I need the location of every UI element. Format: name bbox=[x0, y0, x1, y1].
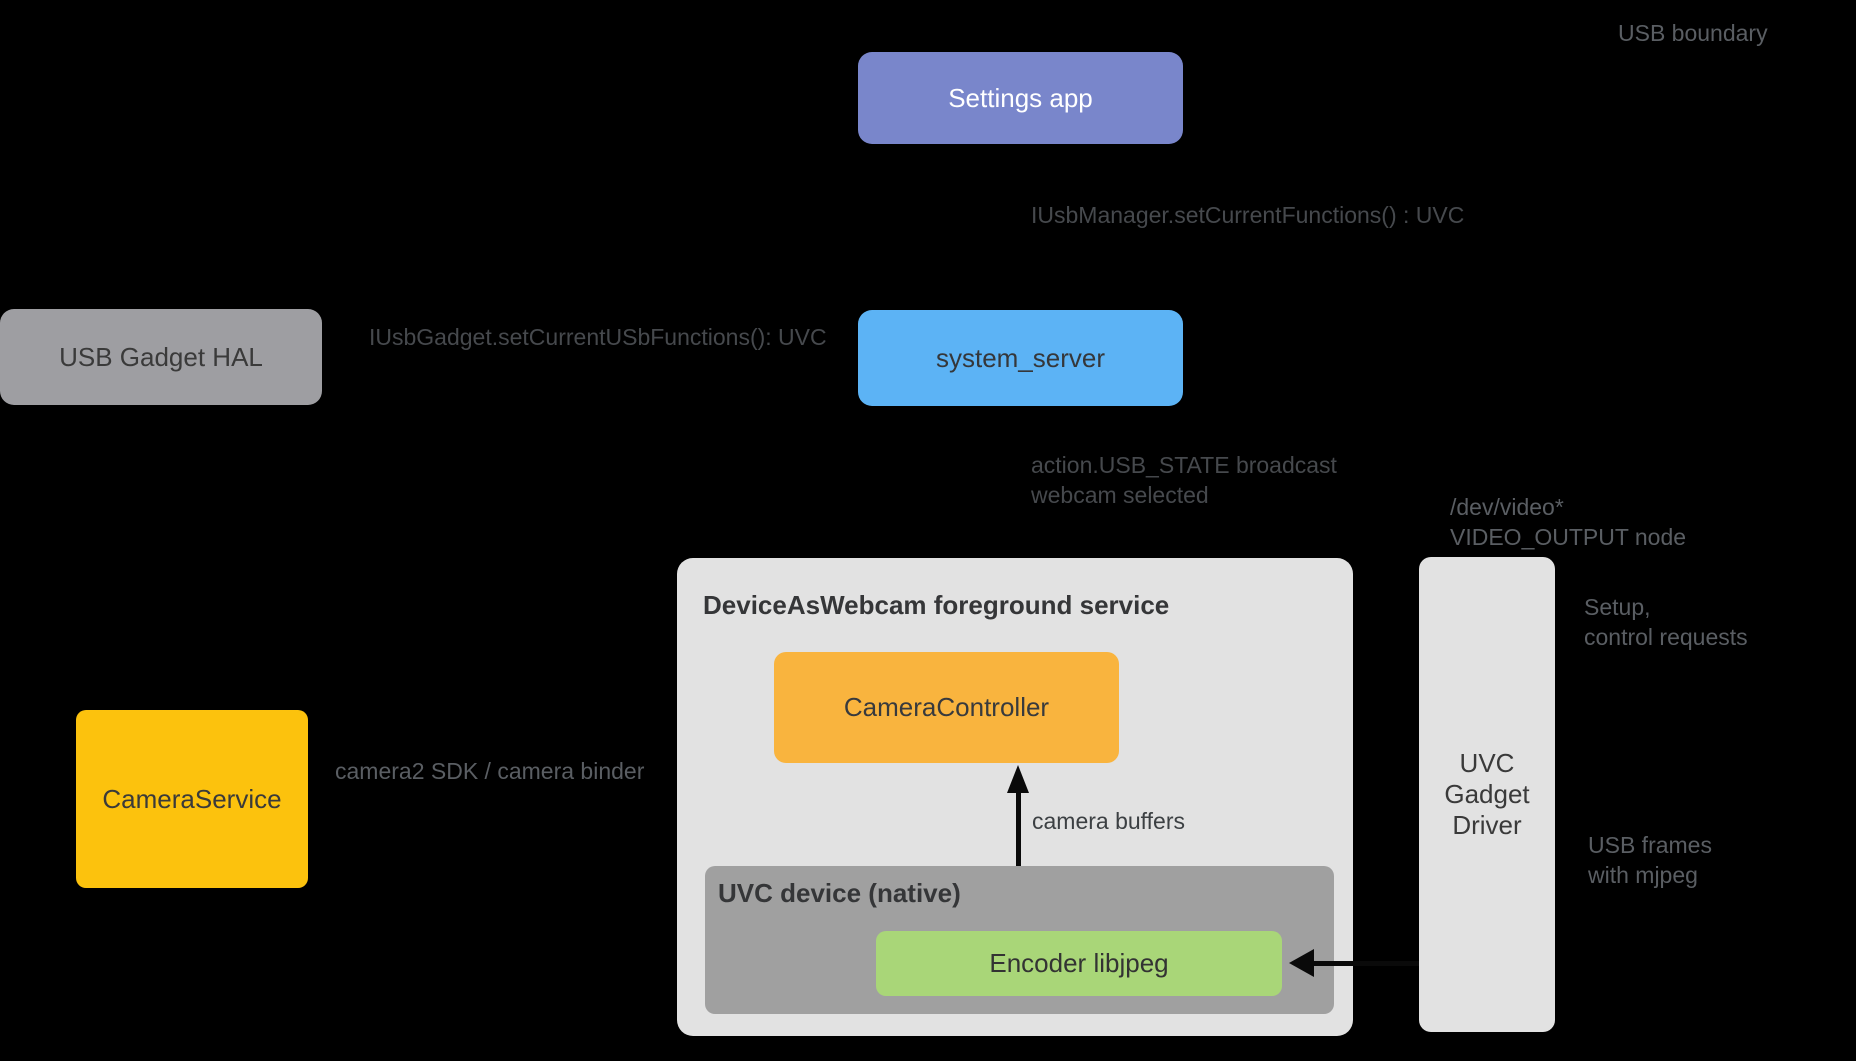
camera2-sdk-label: camera2 SDK / camera binder bbox=[335, 758, 645, 784]
setup-control-requests-label: Setup, control requests bbox=[1584, 592, 1748, 652]
connector-systemserver-to-service bbox=[1017, 406, 1022, 558]
uvc-device-native-title: UVC device (native) bbox=[718, 878, 961, 908]
usb-state-broadcast-label: action.USB_STATE broadcast webcam select… bbox=[1031, 450, 1337, 510]
node-encoder-libjpeg: Encoder libjpeg bbox=[876, 931, 1282, 996]
iusbmanager-call-label: IUsbManager.setCurrentFunctions() : UVC bbox=[1031, 202, 1465, 228]
setup-line-1: Setup, bbox=[1584, 594, 1651, 620]
node-camera-controller: CameraController bbox=[774, 652, 1119, 763]
usb-boundary-label: USB boundary bbox=[1618, 20, 1768, 46]
dev-video-node-label: /dev/video* VIDEO_OUTPUT node bbox=[1450, 492, 1686, 552]
connector-hal-to-systemserver bbox=[322, 354, 858, 359]
system-server-label: system_server bbox=[935, 342, 1106, 373]
usb-frames-line-1: USB frames bbox=[1588, 832, 1712, 858]
usb-state-line-1: action.USB_STATE broadcast bbox=[1031, 452, 1337, 478]
uvc-gadget-driver-line-3: Driver bbox=[1452, 810, 1522, 840]
usb-state-line-2: webcam selected bbox=[1031, 482, 1209, 508]
usb-frames-mjpeg-label: USB frames with mjpeg bbox=[1588, 830, 1712, 890]
camera-buffers-arrowhead-up-icon bbox=[1007, 765, 1029, 793]
connector-cameraservice-to-service bbox=[308, 798, 677, 803]
encoder-libjpeg-label: Encoder libjpeg bbox=[989, 948, 1169, 978]
uvc-gadget-driver-line-1: UVC bbox=[1459, 748, 1515, 778]
camera-service-label: CameraService bbox=[102, 783, 282, 814]
dev-video-line-1: /dev/video* bbox=[1450, 494, 1564, 520]
setup-line-2: control requests bbox=[1584, 624, 1748, 650]
deviceaswebcam-service-title: DeviceAsWebcam foreground service bbox=[703, 590, 1170, 620]
settings-app-label: Settings app bbox=[948, 82, 1093, 113]
node-usb-gadget-hal: USB Gadget HAL bbox=[0, 309, 322, 405]
node-settings-app: Settings app bbox=[858, 52, 1183, 144]
dev-video-line-2: VIDEO_OUTPUT node bbox=[1450, 524, 1687, 550]
node-uvc-gadget-driver: UVC Gadget Driver bbox=[1419, 557, 1555, 1032]
usb-frames-line-2: with mjpeg bbox=[1588, 862, 1698, 888]
usb-frames-arrow-line bbox=[1305, 961, 1419, 966]
camera-buffers-arrow-line bbox=[1016, 775, 1021, 920]
iusbgadget-call-label: IUsbGadget.setCurrentUSbFunctions(): UVC bbox=[369, 324, 827, 350]
node-camera-service: CameraService bbox=[76, 710, 308, 888]
node-system-server: system_server bbox=[858, 310, 1183, 406]
usb-gadget-hal-label: USB Gadget HAL bbox=[59, 341, 263, 372]
uvc-gadget-driver-line-2: Gadget bbox=[1444, 779, 1530, 809]
camera-controller-label: CameraController bbox=[843, 692, 1050, 722]
camera-buffers-label: camera buffers bbox=[1032, 808, 1185, 834]
connector-settings-to-systemserver bbox=[1017, 144, 1022, 310]
usb-frames-arrowhead-left-icon bbox=[1289, 949, 1314, 977]
